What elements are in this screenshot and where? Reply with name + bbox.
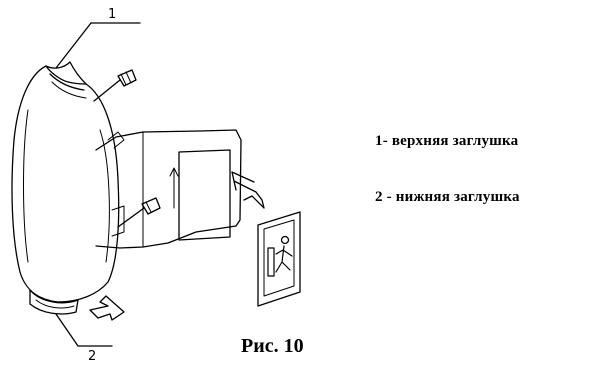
bottom-cap (29, 289, 79, 315)
callout-2: 2 (55, 313, 113, 364)
callout-1-number: 1 (108, 7, 116, 22)
top-cap (45, 65, 87, 91)
exit-sign-icon (257, 211, 301, 307)
legend-item-bottom-cap: 2 - нижняя заглушка (375, 189, 520, 205)
housing-body (11, 61, 125, 315)
legend-item-top-cap: 1- верхняя заглушка (375, 133, 519, 149)
callout-1: 1 (55, 7, 141, 69)
push-arrow-icon (89, 295, 125, 321)
screw-icon (117, 197, 161, 228)
push-arrow-icon (231, 171, 265, 209)
figure-caption: Рис. 10 (241, 335, 304, 357)
direction-marker (169, 167, 179, 209)
screw-icon (93, 69, 137, 102)
callout-2-number: 2 (88, 349, 96, 364)
back-plate (95, 129, 242, 249)
